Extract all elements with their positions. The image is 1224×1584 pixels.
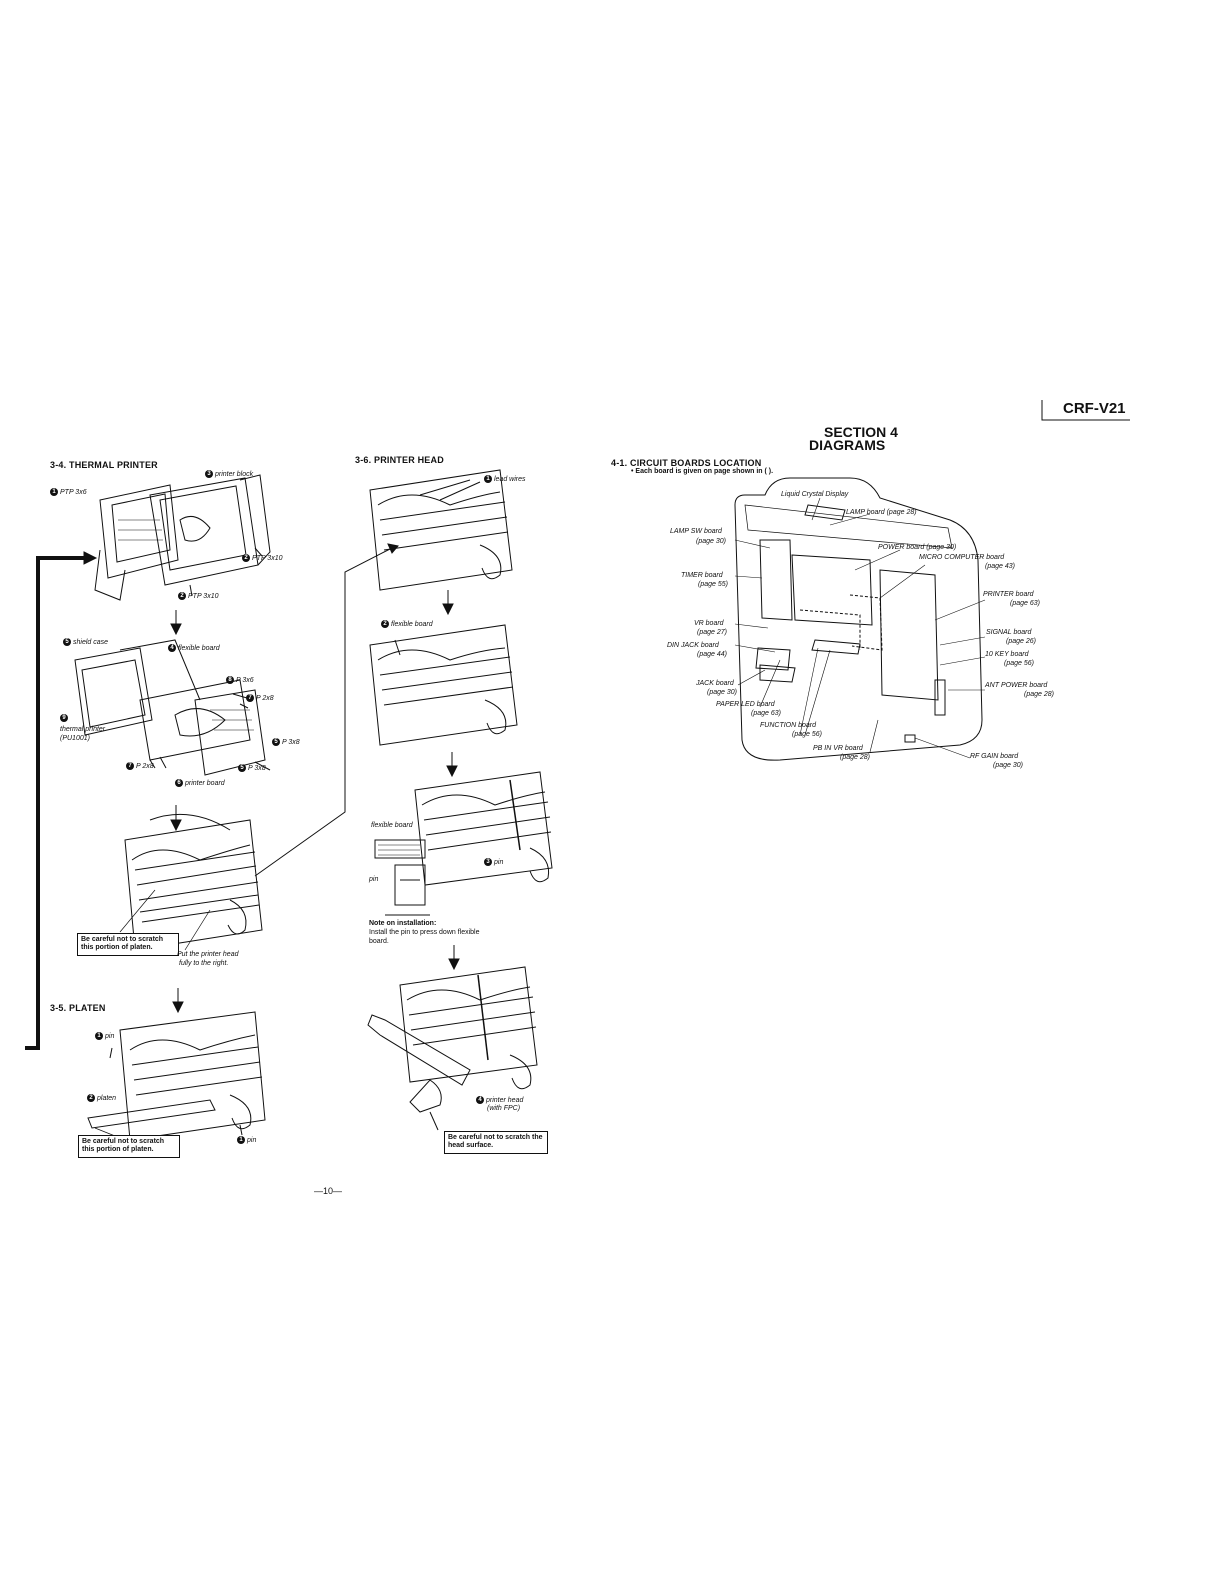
board-printer: PRINTER board bbox=[983, 591, 1034, 598]
page-number: —10— bbox=[314, 1186, 343, 1196]
printer-head-step1-drawing bbox=[369, 469, 513, 591]
thermal-printer-heading: 3-4. THERMAL PRINTER bbox=[50, 460, 158, 470]
label-flexible-board-step3: flexible board bbox=[371, 822, 413, 829]
board-ant-power: ANT POWER board bbox=[985, 682, 1048, 689]
board-vr-page: (page 27) bbox=[697, 629, 727, 636]
platen-drawing bbox=[87, 1011, 266, 1141]
thermal-printer-step1-drawing bbox=[94, 474, 271, 601]
board-rf-gain: RF GAIN board bbox=[970, 753, 1019, 760]
printer-head-heading: 3-6. PRINTER HEAD bbox=[355, 455, 444, 465]
board-micro: MICRO COMPUTER board bbox=[919, 554, 1005, 561]
circuit-boards-subnote: • Each board is given on page shown in (… bbox=[631, 468, 774, 475]
board-timer: TIMER board bbox=[681, 572, 723, 579]
board-function-page: (page 56) bbox=[792, 731, 822, 738]
installation-note-title: Note on installation: bbox=[369, 920, 437, 927]
thermal-printer-assembled-drawing bbox=[119, 813, 263, 951]
board-rf-gain-page: (page 30) bbox=[993, 762, 1023, 769]
radio-chassis-drawing bbox=[734, 477, 986, 761]
model-number: CRF-V21 bbox=[1063, 400, 1126, 417]
callout-platen-scratch-2: Be careful not to scratch this portion o… bbox=[78, 1135, 180, 1158]
board-ant-power-page: (page 28) bbox=[1024, 691, 1054, 698]
label-with-fpc: (with FPC) bbox=[487, 1105, 521, 1112]
board-signal: SIGNAL board bbox=[986, 629, 1032, 636]
board-paper-led-page: (page 63) bbox=[751, 710, 781, 717]
board-jack-page: (page 30) bbox=[707, 689, 737, 696]
label-thermal-printer-part: 9 bbox=[60, 714, 70, 722]
installation-note-body: Install the pin to press down flexible b… bbox=[369, 928, 480, 945]
board-10-key: 10 KEY board bbox=[985, 651, 1029, 658]
label-pu1001: (PU1001) bbox=[60, 735, 90, 742]
installation-note: Note on installation: Install the pin to… bbox=[369, 920, 489, 946]
platen-heading: 3-5. PLATEN bbox=[50, 1003, 106, 1013]
label-put-head: Put the printer head bbox=[177, 951, 239, 958]
board-10-key-page: (page 56) bbox=[1004, 660, 1034, 667]
board-lamp-sw-page: (page 30) bbox=[696, 538, 726, 545]
thermal-printer-step2-drawing bbox=[74, 639, 271, 776]
board-signal-page: (page 26) bbox=[1006, 638, 1036, 645]
board-vr: VR board bbox=[694, 620, 724, 627]
circuit-boards-heading: 4-1. CIRCUIT BOARDS LOCATION bbox=[611, 458, 762, 468]
board-printer-page: (page 63) bbox=[1010, 600, 1040, 607]
label-pin-side: pin bbox=[369, 876, 379, 883]
printer-head-step4-drawing bbox=[367, 966, 538, 1131]
board-pb-in-vr: PB IN VR board bbox=[813, 745, 863, 752]
board-micro-page: (page 43) bbox=[985, 563, 1015, 570]
board-function: FUNCTION board bbox=[760, 722, 817, 729]
board-lcd: Liquid Crystal Display bbox=[781, 491, 849, 498]
callout-head-scratch: Be careful not to scratch the head surfa… bbox=[444, 1131, 548, 1154]
board-din-jack-page: (page 44) bbox=[697, 651, 727, 658]
printer-head-step3-drawing bbox=[374, 771, 553, 916]
label-thermal-printer: thermal printer bbox=[60, 726, 106, 733]
section-number: SECTION 4 bbox=[824, 424, 898, 440]
board-jack: JACK board bbox=[696, 680, 734, 687]
board-timer-page: (page 55) bbox=[698, 581, 728, 588]
board-power: POWER board (page 30) bbox=[878, 544, 957, 551]
board-lamp: LAMP board (page 28) bbox=[846, 509, 917, 516]
board-pb-in-vr-page: (page 28) bbox=[840, 754, 870, 761]
board-lamp-sw: LAMP SW board bbox=[670, 528, 722, 535]
section-title: DIAGRAMS bbox=[809, 437, 886, 453]
callout-platen-scratch-1: Be careful not to scratch this portion o… bbox=[77, 933, 179, 956]
printer-head-step2-drawing bbox=[369, 624, 518, 746]
board-din-jack: DIN JACK board bbox=[667, 642, 719, 649]
label-put-head-2: fully to the right. bbox=[179, 960, 229, 967]
board-paper-led: PAPER LED board bbox=[716, 701, 775, 708]
